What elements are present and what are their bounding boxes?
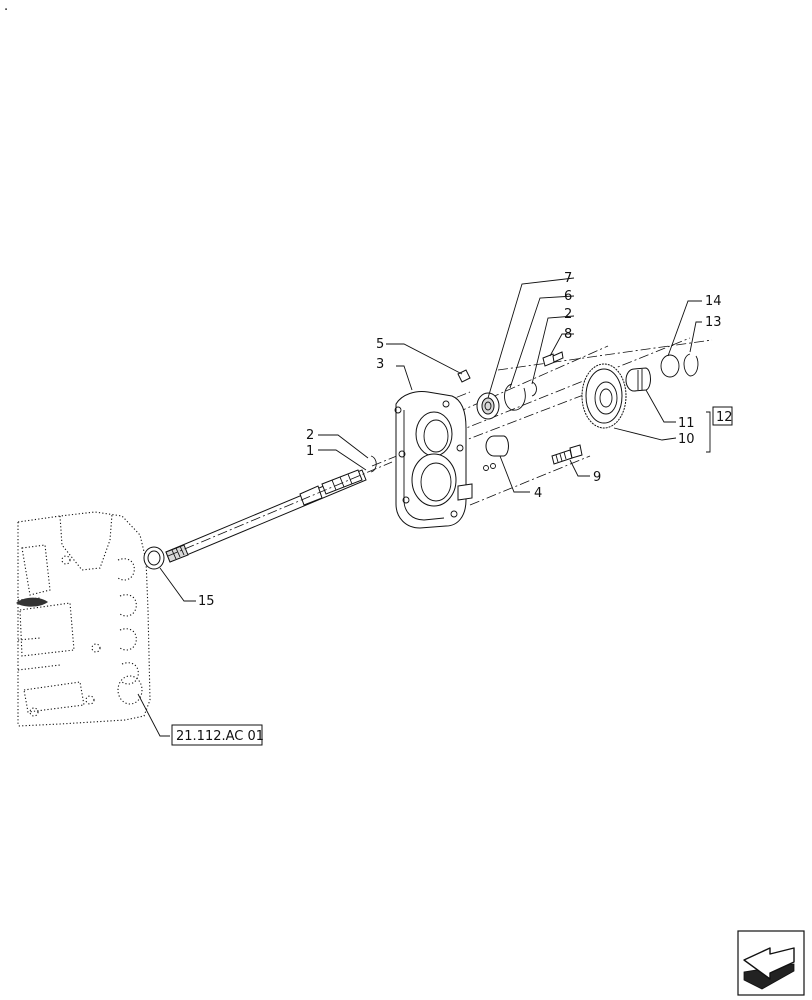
callout-3: 3 [376, 357, 384, 372]
part-10-gear [581, 363, 627, 429]
small-pins [483, 463, 496, 471]
callout-13: 13 [705, 315, 722, 330]
next-page-arrow-icon[interactable] [737, 930, 805, 996]
callout-9: 9 [593, 470, 601, 485]
callout-11: 11 [678, 416, 695, 431]
callout-1: 1 [306, 444, 314, 459]
part-7-bearing [476, 392, 500, 420]
part-8-bolt [542, 351, 564, 367]
reference-label[interactable]: 21.112.AC 01 [176, 729, 264, 744]
callout-14: 14 [705, 294, 722, 309]
callout-8: 8 [564, 327, 572, 342]
callout-7: 7 [564, 271, 572, 286]
part-6-snap-ring [504, 383, 526, 411]
callout-10: 10 [678, 432, 695, 447]
callout-labels: 1 2 2 3 4 5 6 7 8 9 10 11 12 13 14 15 [198, 271, 733, 609]
part-9-bolt [551, 444, 583, 465]
callout-15: 15 [198, 594, 215, 609]
transmission-housing [16, 511, 151, 727]
part-3-housing-plate [394, 391, 473, 529]
part-11-bearing [625, 367, 651, 392]
reference-box[interactable] [171, 724, 263, 746]
callout-12: 12 [716, 410, 733, 425]
corner-mark: . [4, 0, 8, 14]
leader-lines [137, 277, 711, 737]
part-15-seal [143, 546, 165, 570]
callout-4: 4 [534, 486, 542, 501]
part-14-snap-ring [660, 354, 680, 378]
callout-5: 5 [376, 337, 384, 352]
callout-2-right: 2 [564, 307, 572, 322]
part-13-snap-ring [683, 353, 699, 377]
callout-6: 6 [564, 289, 572, 304]
part-4-bushing [485, 435, 509, 457]
reference-link[interactable]: 21.112.AC 01 [171, 724, 264, 746]
callout-2-left: 2 [306, 428, 314, 443]
part-5-dowel-pin [457, 369, 471, 383]
part-1-shaft [165, 469, 367, 563]
part-2-snap-ring-bearing [531, 381, 537, 397]
callout-12-box [712, 406, 733, 426]
